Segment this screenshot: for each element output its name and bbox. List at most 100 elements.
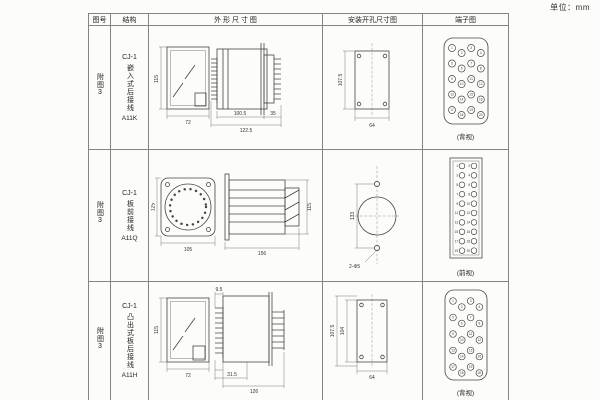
dim-cutout-height: 107.5 [338,73,344,86]
svg-text:13: 13 [454,221,458,225]
figure-number: 附图3 [96,73,104,97]
svg-text:12: 12 [466,211,470,215]
dim-lines-cutout [342,50,389,121]
hole-note: 2-Φ5 [349,264,360,270]
mounting-cell: 133 2-Φ5 [322,149,423,282]
figure-number: 附图3 [96,201,104,225]
svg-text:11: 11 [469,77,473,81]
terminal-body [443,37,488,125]
dim-pin-a: 9.5 [215,287,222,293]
svg-text:8: 8 [478,321,480,325]
structure-type: 嵌入式后接线 [126,63,134,112]
table-row: 附图3 CJ-1 板前接线 A11Q [88,149,509,282]
dim-width: 105 [183,247,192,253]
unit-label: 单位：mm [550,3,590,12]
svg-text:10: 10 [460,338,464,342]
svg-text:11: 11 [454,211,458,215]
svg-text:18: 18 [466,239,470,243]
svg-text:6: 6 [460,321,462,325]
svg-text:4: 4 [468,174,470,178]
svg-text:18: 18 [460,371,464,375]
svg-text:1: 1 [452,299,454,303]
dim-height: 115 [154,74,160,82]
svg-text:13: 13 [451,348,455,352]
svg-text:2: 2 [460,305,462,309]
svg-text:16: 16 [466,230,470,234]
terminal-body [444,289,487,380]
figure-number-cell: 附图3 [88,149,111,282]
table-row: 附图3 CJ-1 嵌入式后接线 A11K [88,25,509,150]
svg-text:9: 9 [451,77,453,81]
dim-lines-side-view [210,100,281,127]
model-code: A11K [121,114,138,122]
structure-stack: CJ-1 嵌入式后接线 A11K [111,54,148,122]
svg-text:2: 2 [460,51,462,55]
dim-width: 72 [185,120,191,126]
svg-text:15: 15 [469,93,473,97]
view-label: (背视) [456,389,475,397]
mounting-drawing: 107.5 104 64 [330,294,387,381]
svg-text:8: 8 [468,192,470,196]
dim-lines-front-view [154,177,215,246]
model-code: A11Q [121,234,138,242]
terminal-body [449,157,482,259]
svg-text:11: 11 [468,332,472,336]
structure-type: 板前接线 [126,199,134,232]
col-header-mounting: 安装开孔尺寸图 [322,13,423,26]
model-label: CJ-1 [122,53,137,61]
structure-cell: CJ-1 凸出式板后接线 A11H [110,281,149,400]
svg-text:12: 12 [479,82,483,86]
model-code: A11H [121,372,138,379]
svg-text:19: 19 [468,365,472,369]
model-label: CJ-1 [122,189,137,197]
dim-depth-b: 122.5 [239,128,252,134]
dim-lines-left-view [158,46,209,119]
svg-text:7: 7 [470,62,472,66]
svg-text:8: 8 [479,67,481,71]
dim-pin-b: 31.5 [227,372,237,378]
panel-cutout [354,50,389,109]
dim-cutout-height-2: 104 [340,327,346,336]
panel-holes [357,180,396,251]
outline-cell: 115 72 [148,25,323,150]
dim-depth: 156 [257,251,266,257]
dim-hole-spacing: 133 [350,211,356,220]
dim-cutout-width: 64 [369,123,375,129]
svg-text:16: 16 [479,98,483,102]
svg-text:4: 4 [479,51,481,55]
svg-text:5: 5 [451,62,453,66]
svg-text:16: 16 [477,354,481,358]
centerlines [354,165,399,264]
mounting-cell: 107.5 104 64 [322,281,423,400]
dim-height: 115 [154,326,160,334]
dim-cutout-height: 107.5 [330,325,336,338]
svg-text:15: 15 [454,230,458,234]
svg-text:18: 18 [459,113,463,117]
dim-width: 72 [185,373,191,379]
dim-lines-cutout [334,295,387,374]
structure-stack: CJ-1 板前接线 A11Q [111,190,148,242]
svg-text:5: 5 [452,315,454,319]
svg-text:14: 14 [459,98,463,102]
svg-text:20: 20 [477,371,481,375]
model-label: CJ-1 [122,303,137,310]
svg-text:17: 17 [450,108,454,112]
relay-side-view [210,42,281,115]
outline-drawing: 115 72 [154,42,281,134]
svg-text:20: 20 [479,113,483,117]
svg-text:5: 5 [456,183,458,187]
svg-text:10: 10 [466,202,470,206]
dim-cutout-width: 64 [369,375,375,381]
dim-height: 125 [151,202,157,211]
outline-cell: 115 72 [148,281,323,400]
relay-side-view [214,292,284,366]
